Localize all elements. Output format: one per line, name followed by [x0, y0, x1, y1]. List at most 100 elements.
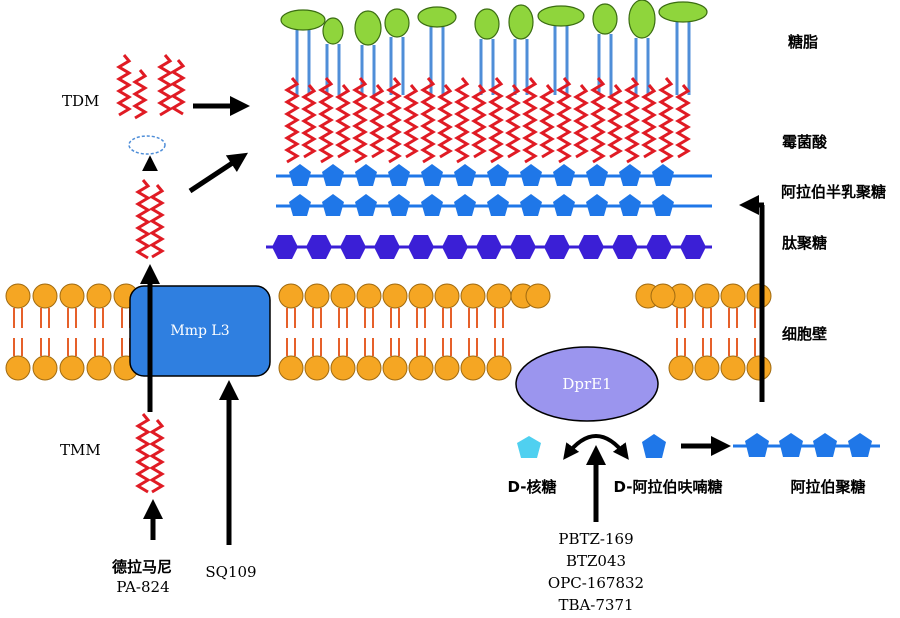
pg-unit	[476, 235, 502, 259]
pg-unit	[578, 235, 604, 259]
tdm-chain	[157, 54, 173, 117]
pg-unit	[612, 235, 638, 259]
ag-unit	[355, 164, 377, 186]
lipid-tail	[13, 308, 23, 328]
mycolic-chain	[641, 84, 657, 159]
lipid-tail	[67, 308, 77, 328]
ag-unit	[289, 164, 311, 186]
lipid-head	[382, 283, 408, 309]
sq109-label: SQ109	[205, 563, 257, 581]
mycolic-chain	[420, 77, 436, 164]
inhibitor-item: BTZ043	[565, 552, 627, 570]
ag-unit	[553, 194, 575, 216]
lipid-tail	[676, 338, 686, 356]
mycolic-chain	[403, 84, 419, 159]
lipid-tail	[442, 338, 452, 356]
lipid-tail	[94, 338, 104, 356]
lipid-head	[278, 283, 304, 309]
dpre1-label: DprE1	[562, 375, 612, 393]
lipid-tail	[338, 338, 348, 356]
pg-unit	[306, 235, 332, 259]
mmpl3-transporter	[129, 285, 271, 377]
arabinan-unit	[813, 433, 837, 457]
mycolic-chain	[658, 77, 674, 164]
mycolic-chain	[590, 77, 606, 164]
tdm-chain	[132, 69, 148, 120]
lipid-head	[304, 355, 330, 381]
lipid-head	[525, 283, 551, 309]
mycolic-chain	[454, 77, 470, 164]
inhibitor-item: OPC-167832	[547, 574, 645, 592]
lipid-tail	[468, 308, 478, 328]
lipid-head	[382, 355, 408, 381]
lipid-head	[356, 283, 382, 309]
tmm-label: TMM	[60, 441, 101, 459]
ag-unit	[289, 194, 311, 216]
glycolipid-head	[658, 1, 708, 23]
ag-unit	[421, 194, 443, 216]
mycolic-chain	[675, 84, 691, 159]
lipid-tail	[416, 338, 426, 356]
ag-unit	[586, 164, 608, 186]
lipid-head	[278, 355, 304, 381]
glycolipid-head	[280, 9, 326, 31]
tdm-molecule	[116, 54, 186, 120]
ag-unit	[355, 194, 377, 216]
lipid-tail	[416, 308, 426, 328]
mycolic-chain	[284, 77, 300, 164]
ag-unit	[520, 194, 542, 216]
mycolic-chain	[301, 84, 317, 159]
arabinogalactan-layer	[276, 164, 712, 216]
peptidoglycan-layer	[266, 235, 712, 259]
tmm-chain	[135, 179, 151, 260]
ag-unit	[487, 164, 509, 186]
epimerization-arrow	[563, 434, 629, 460]
mycolic-chain	[471, 84, 487, 159]
mycolic-chain	[386, 77, 402, 164]
lipid-tail	[390, 308, 400, 328]
peptidoglycan-label: 肽聚糖	[782, 234, 828, 252]
glycolipid-layer	[280, 0, 708, 95]
lipid-tail	[702, 308, 712, 328]
tdm-chain	[170, 59, 186, 116]
pg-unit	[340, 235, 366, 259]
mycolic-chain	[335, 84, 351, 159]
lipid-head	[5, 283, 31, 309]
ag-unit	[322, 194, 344, 216]
lipid-head	[694, 283, 720, 309]
glycolipid-head	[474, 8, 500, 40]
d-ribose-label: D-核糖	[507, 478, 557, 496]
lipid-head	[460, 283, 486, 309]
arabinan-chain	[733, 433, 880, 457]
tmm-chain	[135, 413, 151, 494]
lipid-head	[86, 355, 112, 381]
lipid-head	[486, 355, 512, 381]
mycolic-chain	[624, 77, 640, 164]
ag-unit	[388, 164, 410, 186]
ag-unit	[586, 194, 608, 216]
lipid-tail	[676, 308, 686, 328]
lipid-tail	[728, 338, 738, 356]
pa824-label: PA-824	[116, 578, 170, 596]
arabinogalactan-label: 阿拉伯半乳聚糖	[781, 183, 887, 201]
pg-unit	[272, 235, 298, 259]
lipid-head	[356, 355, 382, 381]
lipid-tail	[13, 338, 23, 356]
arabinan-label: 阿拉伯聚糖	[790, 478, 866, 496]
pg-unit	[510, 235, 536, 259]
lipid-tail	[442, 308, 452, 328]
trehalose-ring	[128, 135, 166, 155]
glycolipid-head	[322, 17, 344, 45]
lipid-tail	[121, 338, 131, 356]
lipid-head	[32, 355, 58, 381]
lipid-tail	[494, 308, 504, 328]
tdm-label: TDM	[62, 92, 100, 110]
mycolic-acid-label: 霉菌酸	[782, 133, 828, 151]
tmm-chain	[149, 419, 165, 494]
mycolic-chain	[488, 77, 504, 164]
arabinan-unit	[848, 433, 872, 457]
ag-unit	[322, 164, 344, 186]
lipid-head	[304, 283, 330, 309]
lipid-head	[650, 283, 676, 309]
arabinan-unit	[779, 433, 803, 457]
